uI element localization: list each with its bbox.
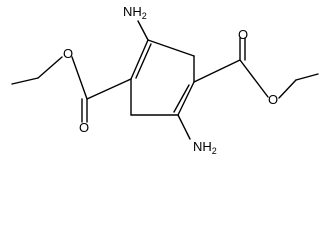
chemical-structure: NH2 NH2 O O O O (11, 4, 319, 156)
bond-left-ethyl-2 (11, 77, 39, 85)
bond-right-ethyl-2 (295, 73, 319, 81)
amine-bottom-label: NH2 (193, 139, 217, 156)
bond-c1-amine-top (137, 20, 149, 41)
bond-c6-c1 (130, 39, 149, 80)
ester-left-ether-oxygen-label: O (63, 46, 73, 61)
bond-ester-right-ether (239, 59, 269, 98)
bond-right-ethyl-1 (278, 79, 297, 99)
ester-right-ether-oxygen-label: O (268, 92, 278, 107)
bond-c6-ester-left-carbon (86, 78, 132, 100)
amine-top-label: NH2 (123, 4, 147, 21)
bond-left-ethyl-1 (37, 56, 63, 79)
bond-c4-amine-bottom (177, 114, 191, 140)
ester-right-carbonyl-oxygen-label: O (238, 27, 248, 42)
ester-left-carbonyl-oxygen-label: O (79, 120, 89, 135)
bond-ester-left-ether (71, 56, 88, 100)
bond-c3-ester-right-carbon (193, 59, 241, 83)
bond-c3-c4-double (173, 84, 190, 113)
bond-c1-c2 (147, 39, 195, 57)
bond-c3-c4 (177, 81, 195, 116)
bond-c6-c1-double (135, 43, 152, 79)
